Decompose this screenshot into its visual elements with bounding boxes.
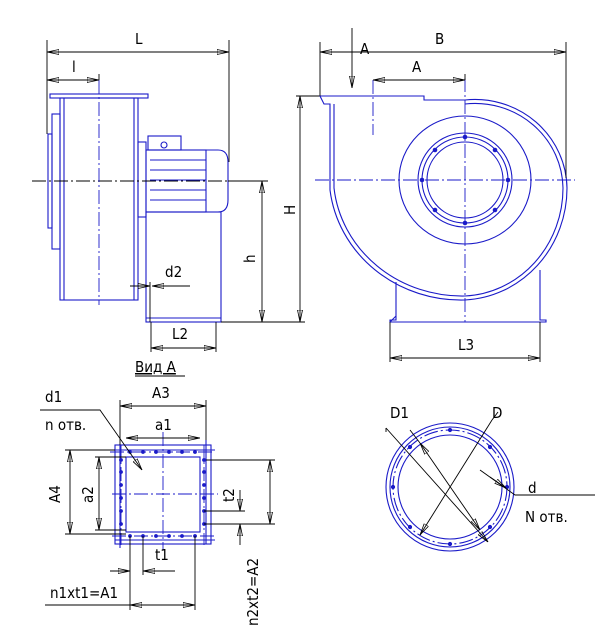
flange-outer	[385, 422, 515, 552]
dim-n-holes: n отв.	[45, 416, 86, 434]
side-view: L l h H d2 L2	[32, 30, 320, 352]
view-a-title: Вид А	[135, 358, 177, 376]
dim-n1t1: n1xt1=A1	[50, 584, 118, 602]
view-a: Вид А A3 a1 d1 n отв. A4 a2	[40, 358, 275, 626]
dim-h: h	[241, 254, 259, 263]
dim-A3: A3	[152, 384, 170, 402]
fan-base	[389, 270, 547, 323]
dim-H: H	[281, 205, 299, 215]
dim-l: l	[72, 58, 76, 76]
dim-a2: a2	[79, 486, 97, 503]
view-a-arrow-label: A	[360, 40, 370, 58]
dim-n2t2: n2xt2=A2	[244, 558, 262, 626]
front-view: B A A L3	[315, 28, 575, 362]
dim-t2: t2	[220, 488, 238, 502]
round-flange-view: D1 D d N отв.	[385, 404, 595, 552]
dim-L: L	[135, 30, 143, 48]
dim-L3: L3	[458, 336, 474, 354]
dim-d: d	[528, 479, 537, 497]
dim-N-holes: N отв.	[525, 508, 568, 526]
dim-a1: a1	[155, 416, 172, 434]
motor-stand	[145, 211, 222, 323]
dim-A: A	[412, 58, 422, 76]
dim-t1: t1	[155, 546, 169, 564]
dim-L2: L2	[172, 325, 188, 343]
dim-D1: D1	[390, 404, 409, 422]
dim-D: D	[492, 404, 502, 422]
dim-B: B	[435, 30, 444, 48]
volute-outer	[319, 95, 568, 301]
terminal-box	[147, 135, 182, 151]
dim-d2: d2	[165, 263, 182, 281]
dim-A4: A4	[46, 485, 64, 503]
dim-d1: d1	[45, 388, 62, 406]
